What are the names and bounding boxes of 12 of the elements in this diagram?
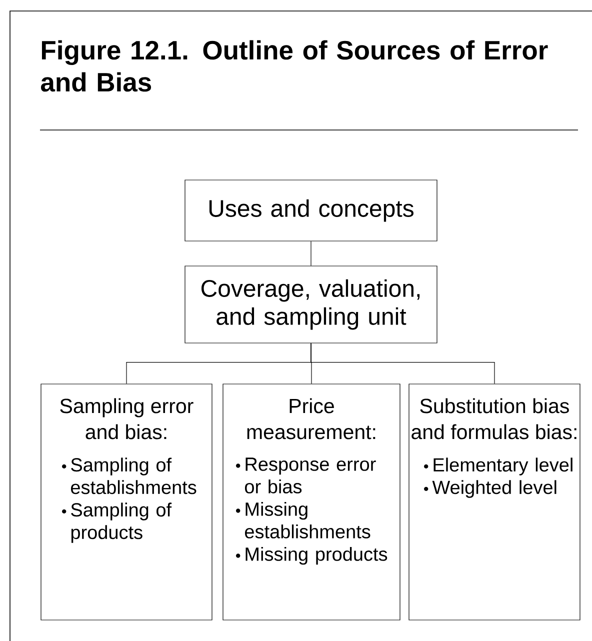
process-box: Uses and concepts xyxy=(184,180,438,242)
connector-line xyxy=(310,241,312,266)
bullet-item: Sampling of products xyxy=(62,502,172,543)
bullet-item: Weighted level xyxy=(424,480,556,498)
process-box: Coverage, valuation, and sampling unit xyxy=(184,266,438,344)
connector-line xyxy=(310,343,495,384)
figure-title: Figure 12.1. Outline of Sources of Error and Bias xyxy=(40,40,548,92)
bullet-item: Missing establishments xyxy=(236,502,370,538)
bullet-item: Response error or bias xyxy=(236,458,376,494)
bullet-item: Elementary level xyxy=(424,458,572,476)
bullet-item: Sampling of establishments xyxy=(62,458,196,494)
bullet-item: Missing products xyxy=(236,546,388,565)
